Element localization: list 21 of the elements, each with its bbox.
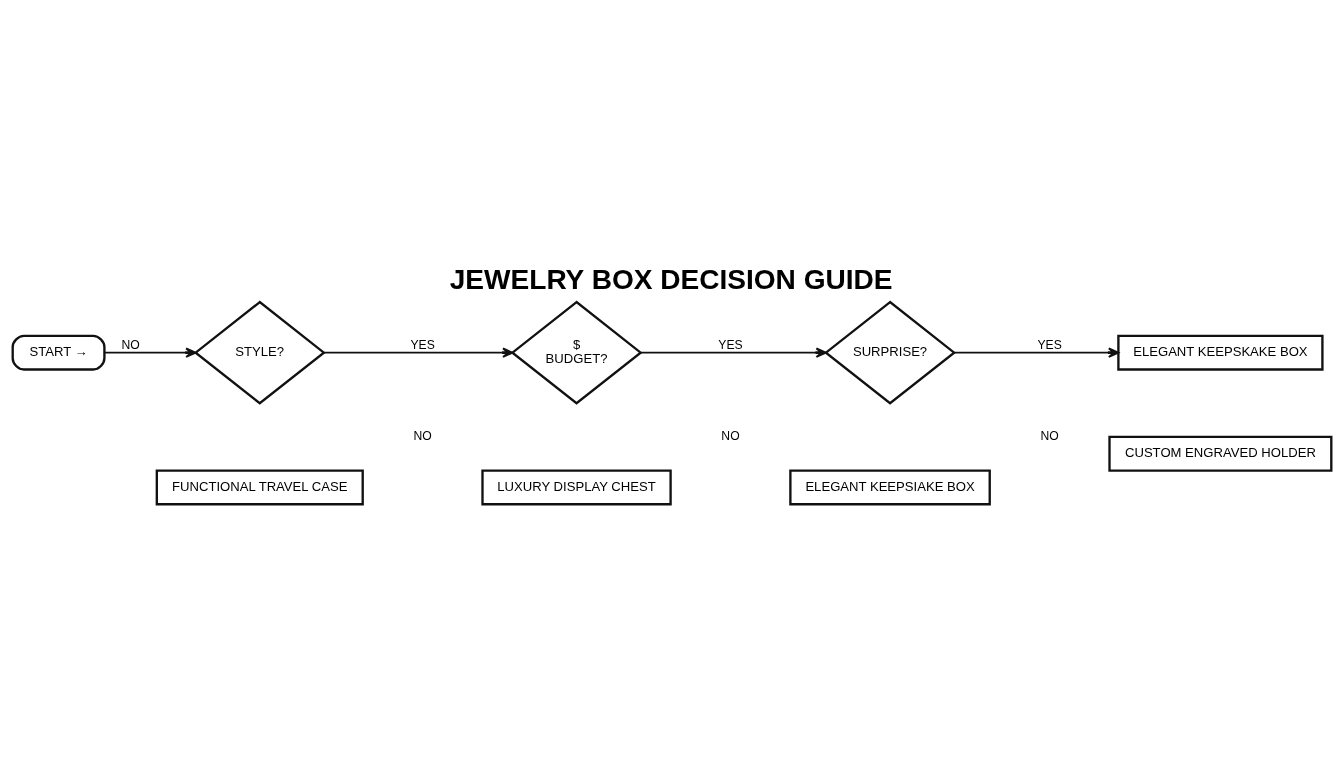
edge-label: YES (410, 338, 435, 353)
label: NO (413, 429, 432, 444)
node-box: CUSTOM ENGRAVED HOLDER (1108, 435, 1333, 472)
label: NO (721, 429, 740, 444)
node-box: ELEGANT KEEPSIAKE BOX (789, 469, 991, 506)
diagram-title: JEWELRY BOX DECISION GUIDE (449, 264, 893, 296)
node-box: ELEGANT KEEPSKAKE BOX (1117, 334, 1324, 371)
node-diamond: SURPRISE? (824, 300, 957, 405)
label: NO (1040, 429, 1059, 444)
node-box: START → (11, 334, 106, 371)
arrow (953, 347, 1120, 358)
arrow (323, 347, 514, 358)
node-diamond: STYLE? (193, 300, 326, 405)
arrow (640, 347, 827, 358)
node-box: FUNCTIONAL TRAVEL CASE (155, 469, 364, 506)
edge-label: YES (1037, 338, 1062, 353)
edge-label: YES (718, 338, 743, 353)
node-diamond: $ BUDGET? (510, 300, 643, 405)
node-box: LUXURY DISPLAY CHEST (481, 469, 672, 506)
edge-label: NO (121, 338, 140, 353)
arrow (103, 347, 197, 358)
